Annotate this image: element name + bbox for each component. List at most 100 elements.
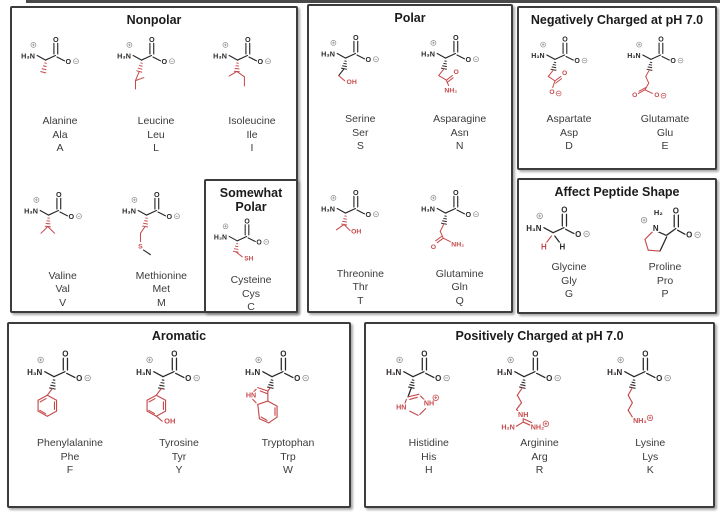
amino-acid-abbr1: D (565, 140, 573, 152)
svg-text:H₃N: H₃N (27, 368, 42, 377)
svg-text:O: O (294, 374, 300, 383)
svg-text:H₃N: H₃N (213, 52, 227, 61)
svg-text:H₃N: H₃N (214, 234, 227, 241)
amino-acid-name: Cysteine (230, 274, 272, 286)
svg-text:H₃N: H₃N (322, 204, 336, 213)
svg-text:O: O (453, 188, 459, 197)
svg-text:O: O (465, 209, 471, 218)
svg-text:H₃N: H₃N (531, 53, 544, 60)
group-title-somewhat-polar: Somewhat Polar (219, 186, 283, 214)
svg-text:O: O (366, 209, 372, 218)
svg-text:H₃N: H₃N (322, 50, 336, 59)
svg-text:O: O (68, 211, 74, 220)
amino-acid-abbr3: Ser (352, 126, 369, 139)
svg-text:H₃N: H₃N (627, 53, 640, 60)
amino-acid-abbr1: M (156, 296, 166, 309)
svg-text:O: O (353, 33, 359, 42)
svg-text:O: O (453, 33, 459, 42)
amino-acid-abbr1: Y (175, 464, 183, 476)
svg-text:O: O (154, 190, 160, 199)
amino-acid-abbr1: C (247, 301, 255, 313)
amino-acid-abbr1: T (357, 294, 364, 307)
amino-acid-abbr1: E (661, 140, 669, 152)
svg-text:SH: SH (244, 255, 253, 262)
group-title-aromatic: Aromatic (151, 329, 207, 343)
svg-text:O: O (430, 243, 436, 250)
svg-text:O: O (162, 57, 168, 66)
svg-text:O: O (171, 350, 177, 359)
svg-text:H: H (559, 242, 565, 251)
amino-acid-abbr3: Cys (241, 287, 261, 300)
svg-text:NH: NH (424, 399, 434, 407)
svg-text:O: O (643, 350, 649, 359)
svg-text:O: O (353, 188, 359, 197)
amino-acid-abbr1: S (356, 140, 364, 152)
amino-acid-name: Lysine (635, 437, 666, 449)
group-title-nonpolar: Nonpolar (126, 13, 182, 27)
svg-text:H₃N: H₃N (21, 52, 35, 61)
amino-acid-abbr1: P (661, 288, 669, 300)
svg-text:O: O (167, 211, 173, 220)
svg-text:O: O (62, 350, 68, 359)
svg-text:NH₂: NH₂ (530, 424, 543, 432)
svg-text:HN: HN (396, 403, 406, 411)
amino-acid-name: Alanine (42, 115, 78, 127)
svg-text:O: O (532, 350, 538, 359)
svg-text:H₃N: H₃N (607, 368, 622, 377)
svg-text:O: O (656, 374, 662, 383)
amino-acid-name: Tyrosine (159, 437, 199, 449)
svg-text:H₃N: H₃N (24, 206, 38, 215)
amino-acid-abbr3: Glu (656, 126, 674, 139)
amino-acid-abbr1: F (66, 464, 74, 476)
svg-text:O: O (421, 350, 427, 359)
amino-acid-abbr1: A (56, 142, 64, 154)
amino-acid-name: Isoleucine (228, 115, 276, 127)
amino-acid-abbr3: Gln (451, 281, 468, 293)
amino-acid-abbr1: N (455, 140, 464, 152)
svg-text:O: O (546, 374, 552, 383)
amino-acid-abbr3: Arg (531, 450, 548, 463)
svg-text:H₃N: H₃N (117, 52, 131, 61)
amino-acid-name: Glutamine (435, 267, 484, 280)
svg-text:O: O (654, 92, 659, 99)
amino-acid-abbr3: Phe (60, 450, 80, 463)
svg-text:O: O (435, 374, 441, 383)
svg-text:O: O (56, 190, 62, 199)
svg-text:O: O (366, 55, 372, 64)
svg-text:S: S (139, 243, 144, 250)
amino-acid-abbr1: H (424, 464, 433, 476)
amino-acid-name: Tryptophan (261, 437, 315, 449)
svg-text:O: O (53, 35, 59, 44)
group-title-polar: Polar (394, 11, 426, 25)
svg-text:O: O (673, 206, 679, 215)
amino-acid-abbr3: Pro (656, 274, 674, 287)
svg-text:O: O (149, 35, 155, 44)
amino-acid-name: Histidine (408, 437, 449, 449)
svg-text:O: O (575, 230, 581, 239)
amino-acid-abbr3: Val (55, 283, 70, 295)
svg-text:O: O (280, 350, 286, 359)
